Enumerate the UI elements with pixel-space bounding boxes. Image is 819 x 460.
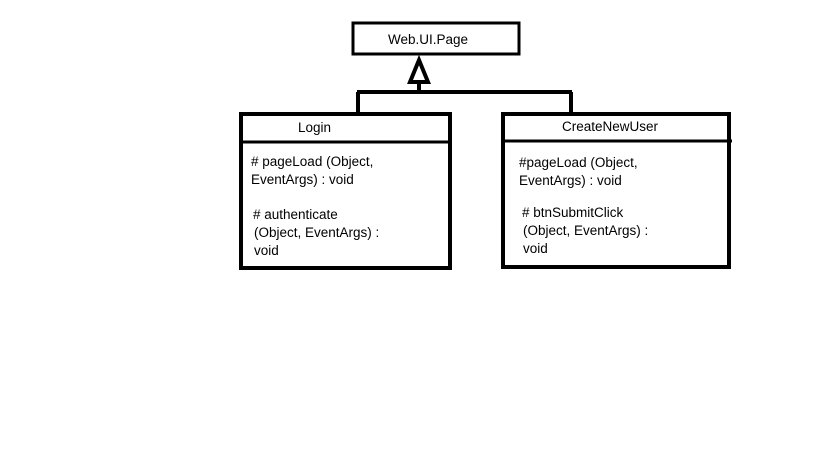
inheritance-connector bbox=[356, 54, 573, 114]
method-line: #pageLoad (Object, bbox=[519, 155, 638, 170]
method-line: (Object, EventArgs) : bbox=[254, 225, 379, 240]
method-line: EventArgs) : void bbox=[519, 173, 622, 188]
parent-class-box bbox=[351, 21, 521, 56]
method-line: void bbox=[254, 243, 279, 258]
login-method-authenticate: # authenticate (Object, EventArgs) : voi… bbox=[253, 207, 383, 258]
method-line: # btnSubmitClick bbox=[522, 205, 624, 220]
method-line: void bbox=[523, 241, 548, 256]
class-login-name: Login bbox=[298, 120, 331, 135]
inheritance-arrowhead bbox=[407, 54, 431, 84]
login-method-pageload: # pageLoad (Object, EventArgs) : void bbox=[251, 154, 377, 187]
method-line: (Object, EventArgs) : bbox=[523, 223, 648, 238]
class-create-new-user: CreateNewUser #pageLoad (Object, EventAr… bbox=[501, 112, 732, 269]
class-login-box bbox=[239, 112, 452, 270]
create-new-user-method-btnsubmitclick: # btnSubmitClick (Object, EventArgs) : v… bbox=[522, 205, 652, 256]
class-create-new-user-name: CreateNewUser bbox=[562, 119, 659, 134]
create-new-user-method-pageload: #pageLoad (Object, EventArgs) : void bbox=[519, 155, 641, 188]
parent-class-name: Web.UI.Page bbox=[388, 32, 468, 47]
method-line: # pageLoad (Object, bbox=[251, 154, 373, 169]
parent-class: Web.UI.Page bbox=[351, 21, 521, 56]
class-login: Login # pageLoad (Object, EventArgs) : v… bbox=[239, 112, 452, 270]
method-line: # authenticate bbox=[253, 207, 338, 222]
method-line: EventArgs) : void bbox=[251, 172, 354, 187]
